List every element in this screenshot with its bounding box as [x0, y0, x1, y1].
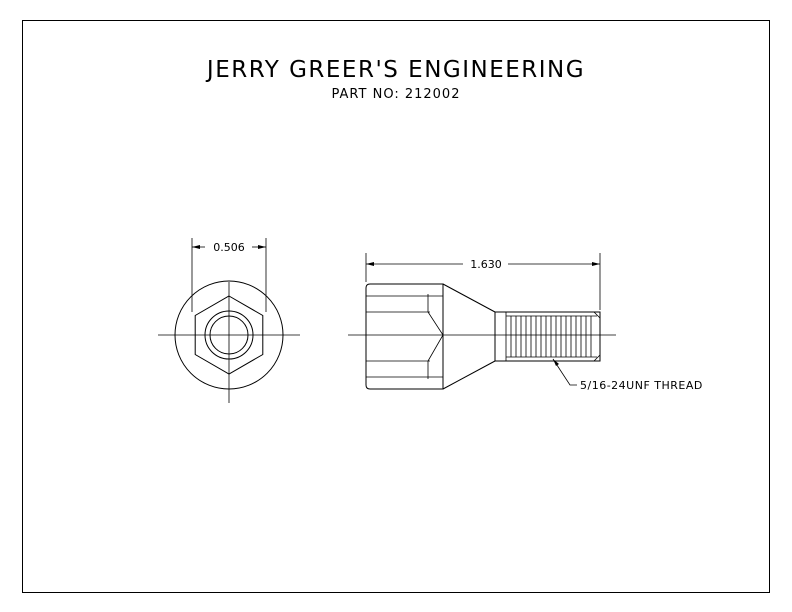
thread-note: 5/16-24UNF THREAD [580, 379, 703, 392]
width-dimension-label: 0.506 [213, 241, 245, 254]
thread-hatching [510, 316, 592, 357]
hex-body [365, 283, 444, 390]
drill-point-hidden [427, 294, 444, 379]
side-view: 1.630 5/16-24UNF THREAD [348, 253, 703, 392]
part-number: PART NO: 212002 [332, 87, 461, 102]
end-view: 0.506 [158, 238, 300, 403]
thread-end-chamfer [593, 311, 601, 362]
thread-leader-arrow [553, 359, 559, 366]
width-arrow-right [258, 245, 266, 249]
taper-section [442, 283, 496, 390]
sheet-border [22, 20, 770, 593]
thread-leader-line [552, 358, 577, 386]
width-arrow-left [192, 245, 200, 249]
length-arrow-right [592, 262, 600, 266]
length-arrow-left [366, 262, 374, 266]
company-title: JERRY GREER'S ENGINEERING [205, 57, 585, 83]
length-dimension-label: 1.630 [470, 258, 502, 271]
